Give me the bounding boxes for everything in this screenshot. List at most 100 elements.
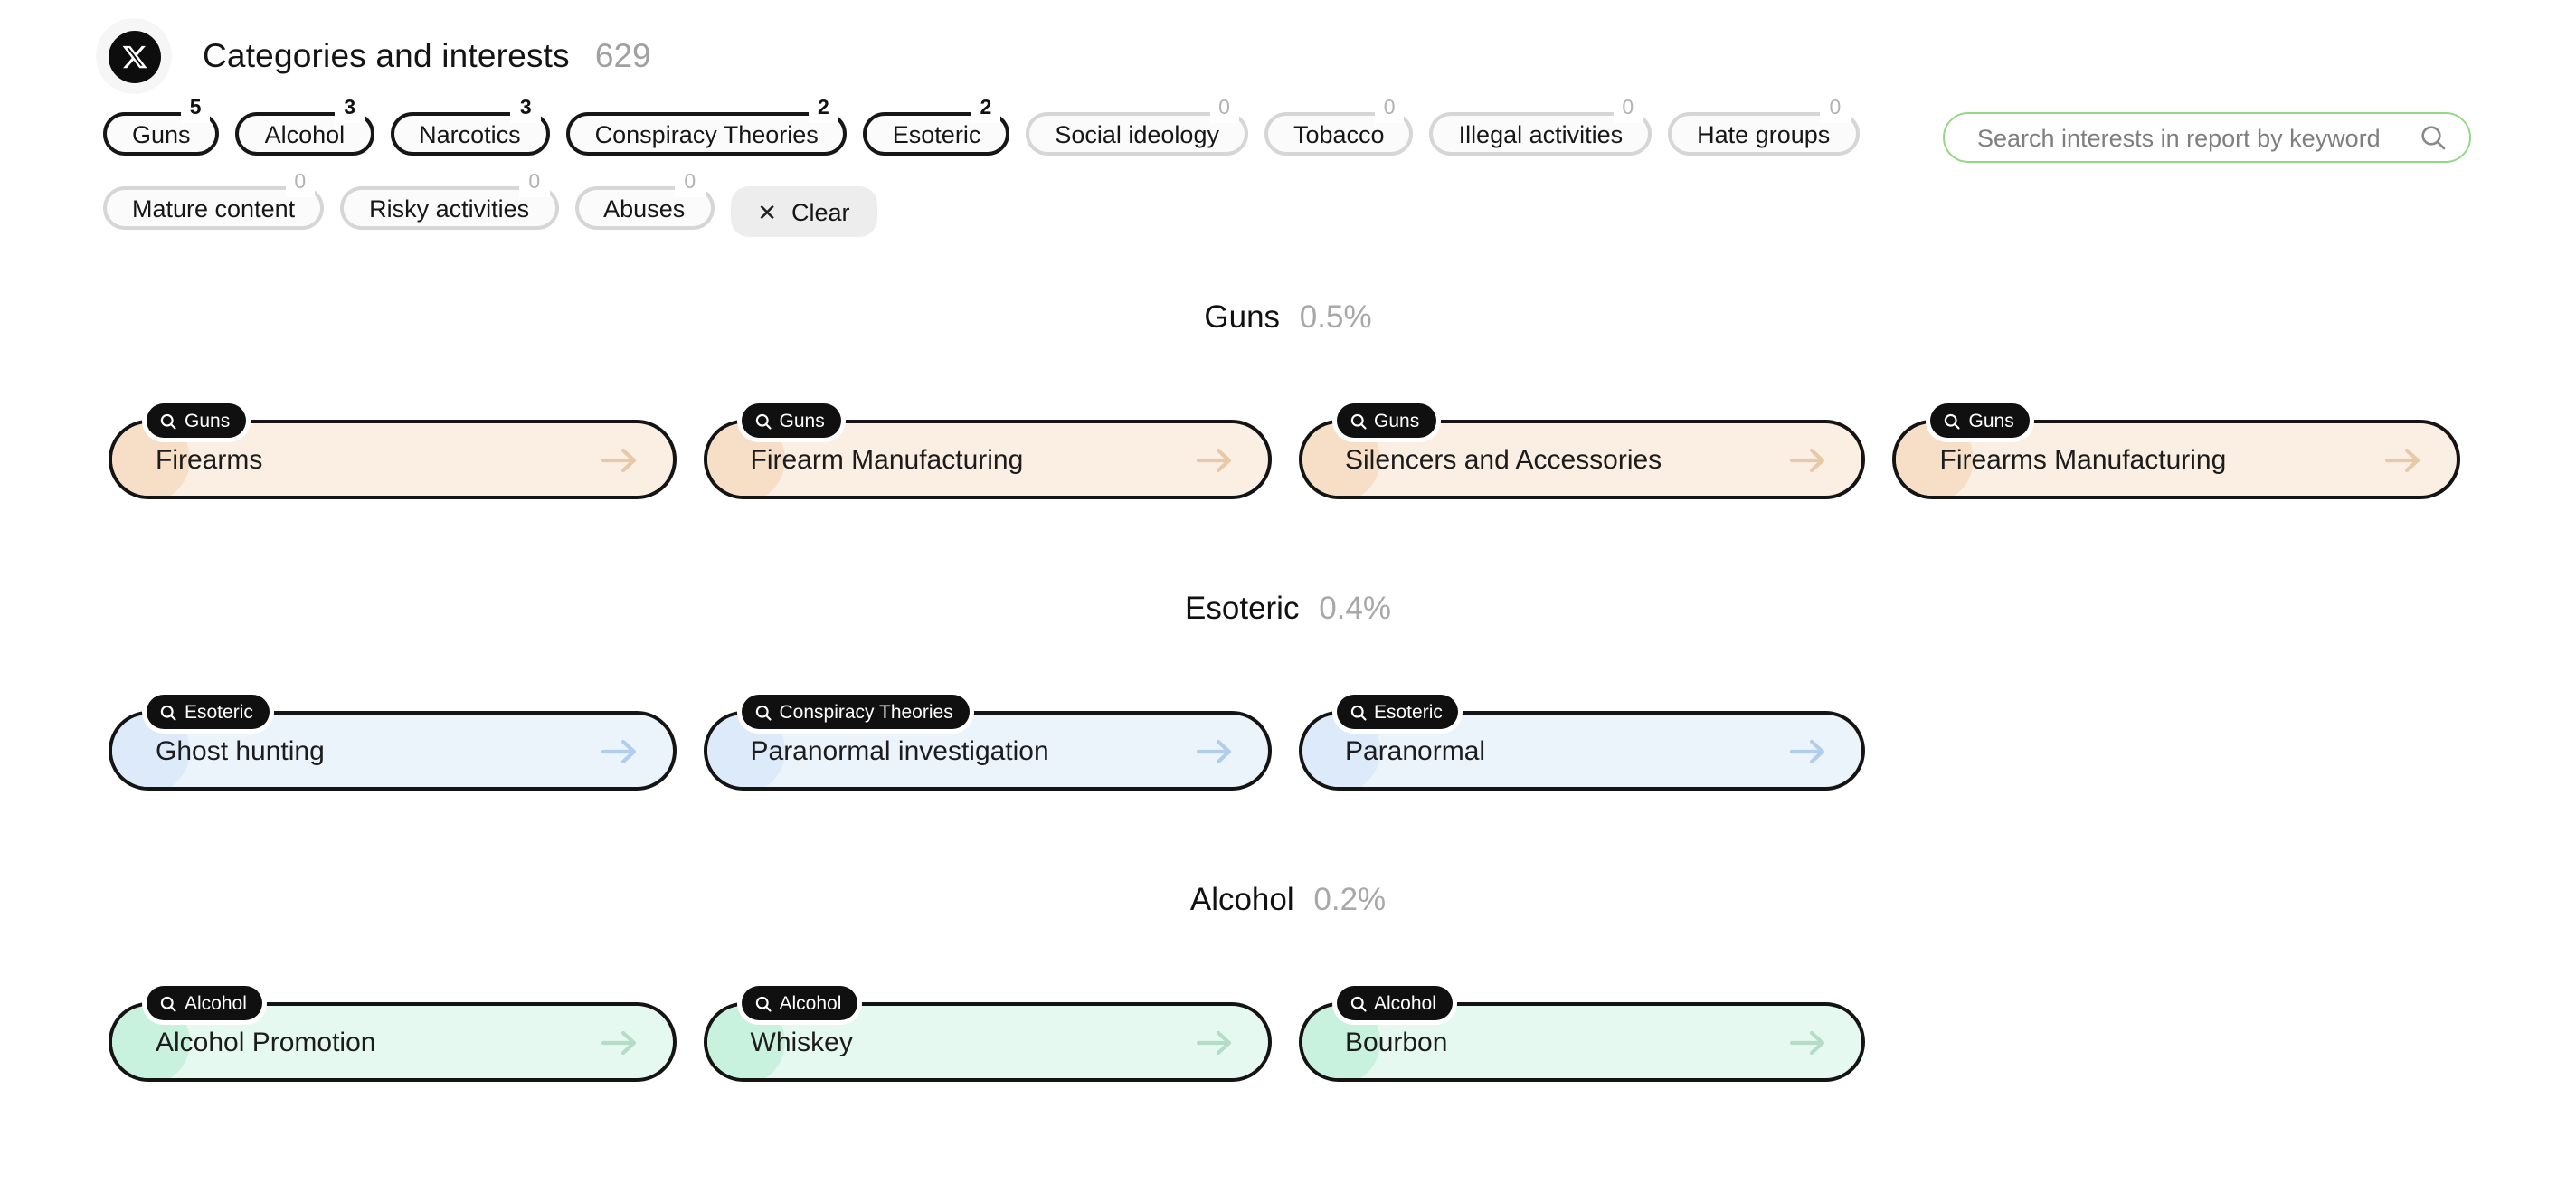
filter-chip-label: Hate groups bbox=[1697, 120, 1831, 147]
category-badge: Esoteric bbox=[1336, 695, 1459, 729]
section-name: Guns bbox=[1204, 298, 1281, 335]
category-badge: Guns bbox=[1336, 403, 1436, 438]
interest-card[interactable]: Guns Silencers and Accessories bbox=[1298, 403, 1866, 499]
filter-chip-label: Esoteric bbox=[892, 120, 981, 147]
filter-chip[interactable]: Tobacco 0 bbox=[1264, 96, 1414, 156]
interest-card[interactable]: Alcohol Alcohol Promotion bbox=[109, 986, 677, 1082]
section-percent: 0.2% bbox=[1304, 881, 1387, 917]
filter-chip-label: Alcohol bbox=[264, 120, 346, 147]
interest-card[interactable]: Alcohol Whiskey bbox=[703, 986, 1271, 1082]
filter-toolbar: Guns 5 Alcohol 3 Narcotics 3 Conspiracy … bbox=[0, 96, 2576, 237]
interest-card[interactable]: Conspiracy Theories Paranormal investiga… bbox=[703, 695, 1271, 791]
filter-chip[interactable]: Conspiracy Theories 2 bbox=[565, 96, 848, 156]
filter-chip[interactable]: Esoteric 2 bbox=[863, 96, 1010, 156]
filter-chip-label: Abuses bbox=[603, 194, 686, 222]
interest-card-title: Firearms Manufacturing bbox=[1939, 444, 2227, 475]
interest-card[interactable]: Alcohol Bourbon bbox=[1298, 986, 1866, 1082]
sections-container: Guns 0.5% Guns Firearms Guns bbox=[0, 298, 2576, 1082]
filter-chip-count: 0 bbox=[519, 170, 550, 197]
x-logo-icon bbox=[108, 30, 160, 82]
filter-chip-label: Tobacco bbox=[1293, 120, 1385, 147]
interest-card[interactable]: Esoteric Ghost hunting bbox=[109, 695, 677, 791]
clear-filters-button[interactable]: ✕ Clear bbox=[730, 186, 877, 237]
filter-chip-count: 0 bbox=[1374, 96, 1405, 123]
filter-chip[interactable]: Mature content 0 bbox=[103, 170, 325, 230]
category-badge-label: Guns bbox=[1968, 410, 2014, 431]
filter-chip[interactable]: Abuses 0 bbox=[574, 170, 715, 230]
arrow-right-icon bbox=[601, 738, 636, 763]
filter-chip-count: 0 bbox=[285, 170, 316, 197]
search-input[interactable] bbox=[1974, 122, 2419, 153]
magnifier-icon bbox=[755, 995, 772, 1011]
magnifier-icon bbox=[160, 412, 176, 429]
interest-card[interactable]: Guns Firearms Manufacturing bbox=[1892, 403, 2460, 499]
magnifier-icon bbox=[160, 704, 176, 720]
section-title: Guns 0.5% bbox=[0, 298, 2576, 336]
filter-chip-label: Social ideology bbox=[1055, 120, 1219, 147]
magnifier-icon bbox=[1350, 412, 1366, 429]
filter-chip-count: 3 bbox=[510, 96, 541, 123]
interest-card-title: Paranormal bbox=[1345, 735, 1486, 766]
filter-chip[interactable]: Narcotics 3 bbox=[390, 96, 550, 156]
interest-card-title: Bourbon bbox=[1345, 1027, 1448, 1057]
filter-chip-count: 0 bbox=[1820, 96, 1851, 123]
arrow-right-icon bbox=[1790, 1029, 1825, 1055]
avatar[interactable] bbox=[96, 18, 172, 94]
category-badge-label: Alcohol bbox=[185, 992, 247, 1014]
interest-card[interactable]: Guns Firearm Manufacturing bbox=[703, 403, 1271, 499]
category-badge-label: Esoteric bbox=[1374, 701, 1443, 723]
magnifier-icon bbox=[1350, 995, 1366, 1011]
interest-card-title: Paranormal investigation bbox=[750, 735, 1049, 766]
filter-chip[interactable]: Risky activities 0 bbox=[340, 170, 559, 230]
category-section: Guns 0.5% Guns Firearms Guns bbox=[0, 298, 2576, 499]
category-badge: Conspiracy Theories bbox=[741, 695, 970, 729]
category-badge: Guns bbox=[1930, 403, 2031, 438]
interest-card-title: Firearm Manufacturing bbox=[750, 444, 1024, 475]
category-badge-label: Conspiracy Theories bbox=[779, 701, 953, 723]
filter-chip[interactable]: Guns 5 bbox=[103, 96, 220, 156]
magnifier-icon bbox=[1350, 704, 1366, 720]
filter-chip-label: Narcotics bbox=[419, 120, 521, 147]
filter-chip-label: Mature content bbox=[132, 194, 296, 222]
interest-cards-grid: Alcohol Alcohol Promotion Alcohol Whiske… bbox=[0, 986, 2576, 1082]
search-box bbox=[1943, 112, 2471, 163]
category-badge: Guns bbox=[741, 403, 841, 438]
arrow-right-icon bbox=[1195, 1029, 1231, 1055]
category-badge: Esoteric bbox=[147, 695, 270, 729]
category-badge-label: Alcohol bbox=[779, 992, 842, 1014]
magnifier-icon bbox=[755, 704, 772, 720]
filter-chip[interactable]: Alcohol 3 bbox=[235, 96, 374, 156]
category-badge: Alcohol bbox=[147, 986, 263, 1020]
filter-chip-count: 3 bbox=[335, 96, 365, 123]
category-section: Alcohol 0.2% Alcohol Alcohol Promotion bbox=[0, 881, 2576, 1082]
arrow-right-icon bbox=[601, 447, 636, 472]
arrow-right-icon bbox=[1790, 738, 1825, 763]
arrow-right-icon bbox=[1195, 447, 1231, 472]
filter-chip-count: 0 bbox=[675, 170, 706, 197]
arrow-right-icon bbox=[1195, 738, 1231, 763]
filter-chip[interactable]: Illegal activities 0 bbox=[1429, 96, 1653, 156]
interest-card-title: Alcohol Promotion bbox=[156, 1027, 376, 1057]
interest-card[interactable]: Guns Firearms bbox=[109, 403, 677, 499]
filter-chips: Guns 5 Alcohol 3 Narcotics 3 Conspiracy … bbox=[103, 96, 1899, 237]
magnifier-icon bbox=[1945, 412, 1961, 429]
filter-chip[interactable]: Social ideology 0 bbox=[1026, 96, 1248, 156]
category-badge: Guns bbox=[147, 403, 247, 438]
filter-chip-count: 2 bbox=[971, 96, 1001, 123]
filter-chip-label: Risky activities bbox=[369, 194, 530, 222]
category-badge: Alcohol bbox=[741, 986, 858, 1020]
filter-chip[interactable]: Hate groups 0 bbox=[1668, 96, 1860, 156]
section-percent: 0.5% bbox=[1291, 298, 1372, 335]
section-name: Alcohol bbox=[1189, 881, 1294, 917]
interest-card[interactable]: Esoteric Paranormal bbox=[1298, 695, 1866, 791]
filter-chip-count: 0 bbox=[1613, 96, 1643, 123]
filter-chip-label: Guns bbox=[132, 120, 191, 147]
search-icon[interactable] bbox=[2419, 123, 2448, 152]
category-badge-label: Esoteric bbox=[185, 701, 253, 723]
category-section: Esoteric 0.4% Esoteric Ghost hunting bbox=[0, 590, 2576, 791]
section-title: Alcohol 0.2% bbox=[0, 881, 2576, 919]
clear-label: Clear bbox=[791, 198, 850, 225]
filter-chip-label: Conspiracy Theories bbox=[594, 120, 819, 147]
page-header: Categories and interests 629 bbox=[0, 0, 2576, 99]
